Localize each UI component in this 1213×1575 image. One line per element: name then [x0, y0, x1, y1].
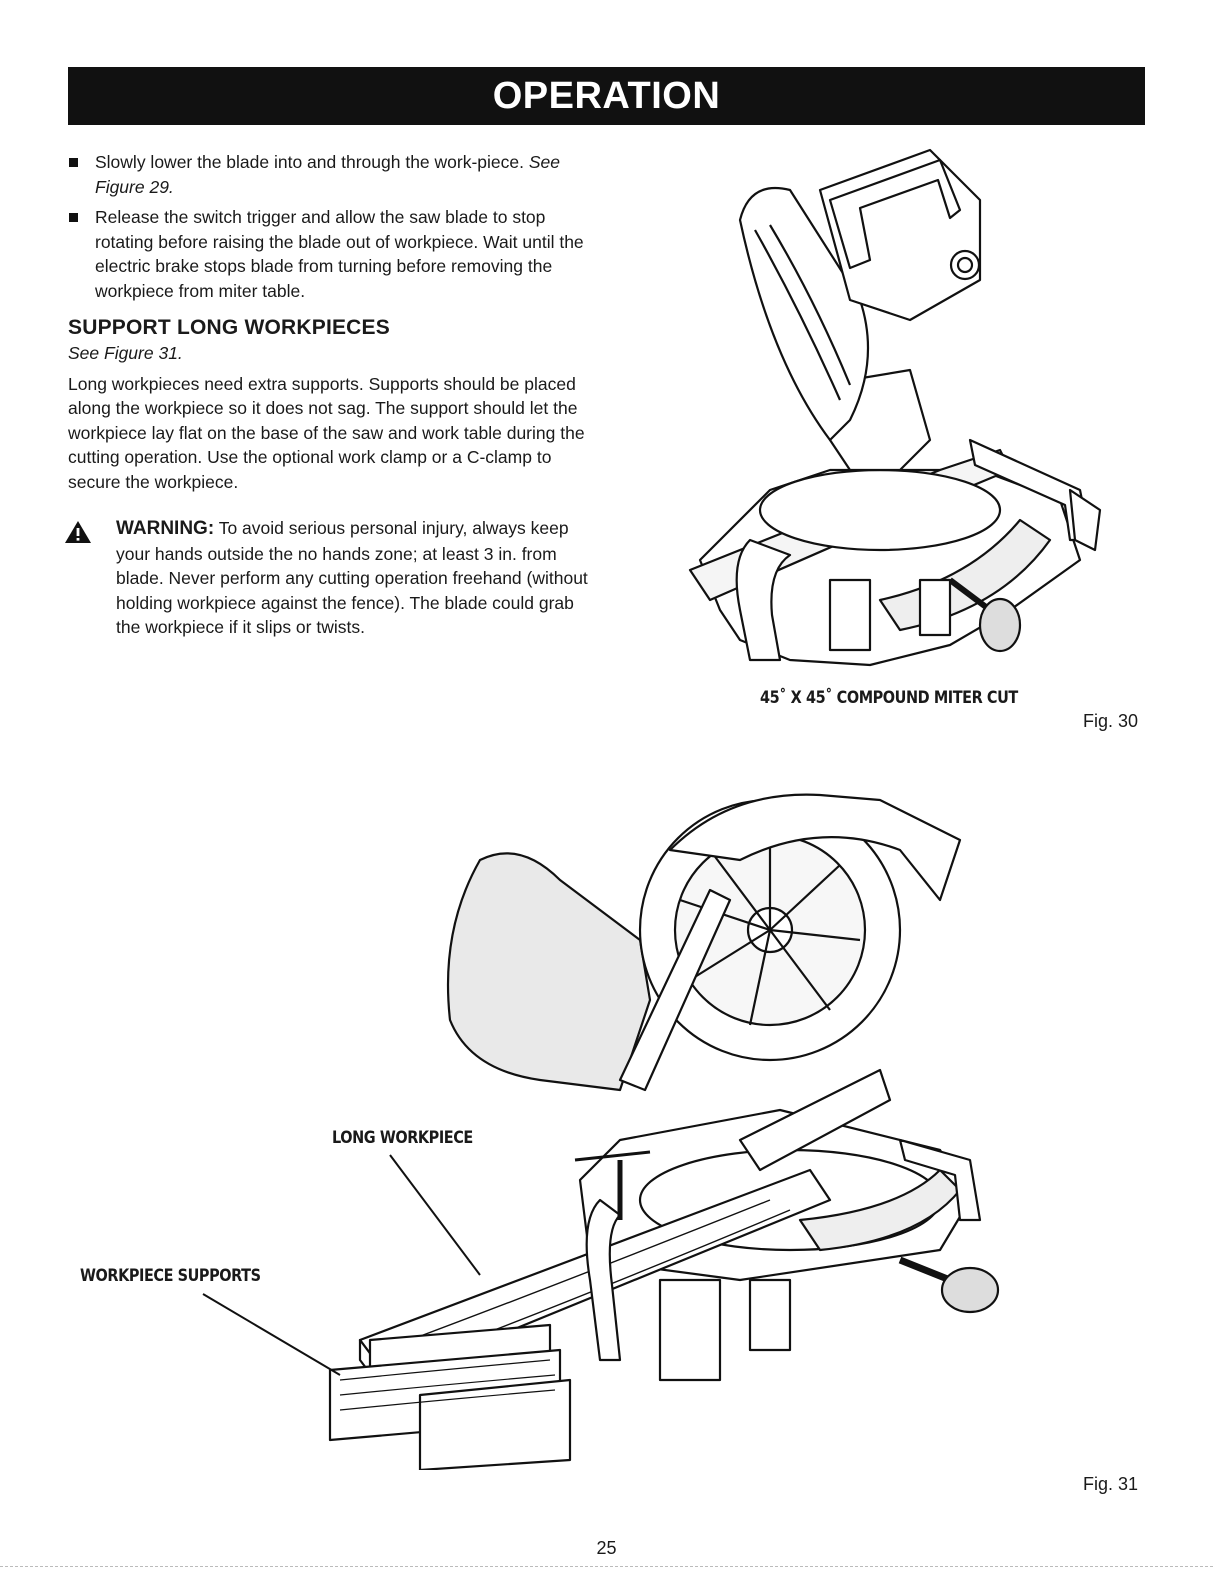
leader-line-long-workpiece: [389, 1154, 481, 1276]
section-body: Long workpieces need extra supports. Sup…: [68, 373, 585, 492]
leader-line-workpiece-supports: [202, 1293, 341, 1376]
figure-reference: See Figure 29.: [95, 152, 561, 197]
page-header: OPERATION: [68, 67, 1145, 125]
bullet-list: Slowly lower the blade into and through …: [68, 150, 598, 303]
label-long-workpiece: LONG WORKPIECE: [332, 1128, 473, 1148]
label-workpiece-supports: WORKPIECE SUPPORTS: [80, 1266, 261, 1286]
warning-block: WARNING: To avoid serious personal injur…: [65, 516, 598, 640]
warning-text: To avoid serious personal injury, always…: [116, 518, 588, 637]
figure-31-label: Fig. 31: [1083, 1474, 1139, 1494]
figure-31-illustration: [328, 793, 1000, 1470]
list-item: Release the switch trigger and allow the…: [68, 205, 598, 303]
section-figure-reference: See Figure 31.: [68, 343, 183, 363]
section-heading: SUPPORT LONG WORKPIECES: [68, 316, 390, 339]
figure-30-illustration: [688, 148, 1102, 667]
warning-triangle-icon: [65, 521, 91, 543]
footer-divider: [0, 1566, 1213, 1567]
figure-30-label: Fig. 30: [1083, 711, 1139, 731]
warning-label: WARNING:: [116, 518, 215, 539]
figure-30-caption: 45˚ X 45˚ COMPOUND MITER CUT: [760, 688, 1018, 708]
list-item: Slowly lower the blade into and through …: [68, 150, 598, 199]
page-number: 25: [596, 1538, 617, 1558]
main-text-column: Slowly lower the blade into and through …: [65, 150, 598, 640]
header-title: OPERATION: [492, 74, 721, 117]
